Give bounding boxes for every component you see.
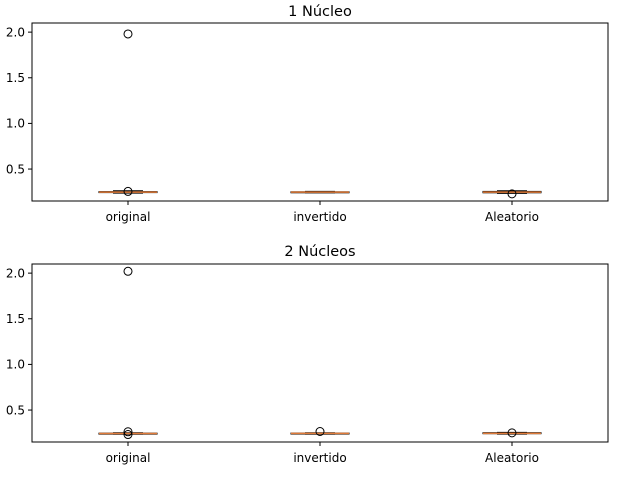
x-tick-label: original	[106, 210, 151, 224]
subplot-1: 1 Núcleo 0.5 1.0 1.5 2.0 original invertido…	[6, 4, 609, 224]
y-tick-label: 0.5	[6, 403, 25, 417]
subplot-title: 2 Núcleos	[284, 244, 355, 260]
box-Aleatorio	[482, 428, 542, 438]
subplot-title: 1 Núcleo	[288, 4, 352, 20]
subplot-2: 2 Núcleos 0.5 1.0 1.5 2.0 original invertid…	[6, 244, 609, 465]
x-tick-label: invertido	[293, 210, 346, 224]
outlier-point	[507, 428, 517, 438]
outlier-point	[123, 266, 133, 276]
plot-area	[98, 29, 542, 199]
y-tick-label: 1.0	[6, 358, 25, 372]
x-tick-label: Aleatorio	[485, 210, 539, 224]
y-tick-label: 2.0	[6, 266, 25, 280]
outlier-point	[123, 427, 133, 437]
y-axis: 0.5 1.0 1.5 2.0	[6, 25, 32, 176]
outlier-point	[123, 29, 133, 39]
outlier-point	[507, 189, 517, 199]
y-tick-label: 2.0	[6, 25, 25, 39]
y-tick-label: 0.5	[6, 162, 25, 176]
x-tick-label: original	[106, 451, 151, 465]
plot-area	[98, 266, 542, 440]
box-invertido	[290, 427, 350, 437]
y-tick-label: 1.5	[6, 312, 25, 326]
y-tick-label: 1.5	[6, 71, 25, 85]
x-tick-label: invertido	[293, 451, 346, 465]
outlier-point	[123, 430, 133, 440]
x-tick-label: Aleatorio	[485, 451, 539, 465]
x-axis: original invertido Aleatorio	[106, 442, 539, 465]
y-axis: 0.5 1.0 1.5 2.0	[6, 266, 32, 417]
y-tick-label: 1.0	[6, 117, 25, 131]
outlier-point	[123, 186, 133, 196]
x-axis: original invertido Aleatorio	[106, 201, 539, 224]
outlier-point	[315, 427, 325, 437]
box-original	[98, 266, 158, 440]
box-invertido	[290, 190, 350, 194]
box-Aleatorio	[482, 189, 542, 199]
box-original	[98, 29, 158, 196]
